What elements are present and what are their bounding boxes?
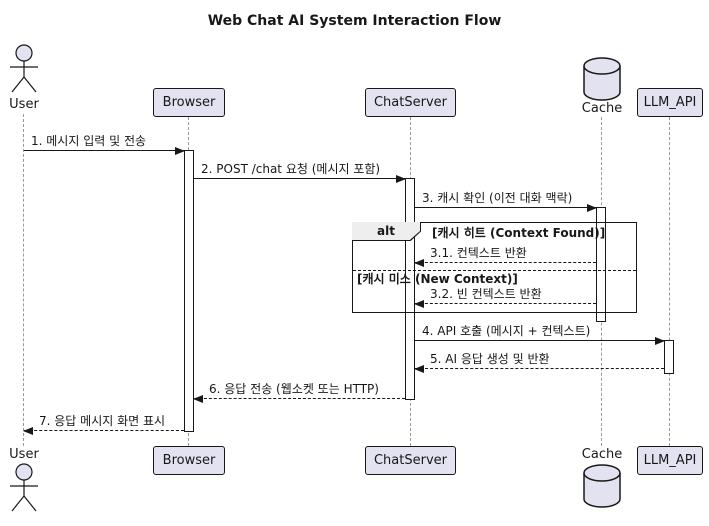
activation-llm-api (664, 340, 674, 374)
lifeline-llm-api (669, 117, 670, 446)
alt-guard-cache-miss: [캐시 미스 (New Context)] (357, 272, 518, 286)
participant-cache-bottom-label: Cache (581, 447, 623, 462)
alt-fragment: alt [캐시 히트 (Context Found)] [캐시 미스 (New … (352, 222, 637, 313)
arrow-left-icon (414, 300, 596, 308)
alt-guard-cache-hit: [캐시 히트 (Context Found)] (432, 226, 606, 240)
user-actor-icon (10, 44, 38, 93)
message-1-label: 1. 메시지 입력 및 전송 (31, 134, 147, 148)
arrow-right-icon (415, 204, 597, 212)
message-3-2-label: 3.2. 빈 컨텍스트 반환 (430, 287, 542, 301)
message-3: 3. 캐시 확인 (이전 대화 맥락) (415, 191, 597, 212)
alt-operator-label: alt (352, 222, 420, 240)
lifeline-user (23, 114, 24, 446)
message-3-1-label: 3.1. 컨텍스트 반환 (430, 246, 527, 260)
message-6-label: 6. 응답 전송 (웹소켓 또는 HTTP) (209, 382, 379, 396)
arrow-left-icon (23, 427, 184, 435)
message-3-label: 3. 캐시 확인 (이전 대화 맥락) (422, 191, 573, 205)
participant-label: LLM_API (643, 95, 697, 110)
arrow-right-icon (415, 337, 665, 345)
activation-cache (596, 207, 606, 322)
message-2-label: 2. POST /chat 요청 (메시지 포함) (201, 162, 381, 176)
database-icon (583, 464, 621, 508)
participant-browser-bottom: Browser (153, 446, 225, 475)
arrow-left-icon (414, 365, 664, 373)
arrow-left-icon (193, 395, 405, 403)
participant-label: Browser (162, 453, 216, 468)
participant-label: Browser (162, 95, 216, 110)
diagram-title: Web Chat AI System Interaction Flow (207, 13, 502, 29)
participant-llm-api-top: LLM_API (637, 88, 703, 117)
message-1: 1. 메시지 입력 및 전송 (24, 134, 185, 155)
message-2: 2. POST /chat 요청 (메시지 포함) (194, 162, 406, 183)
message-4-label: 4. API 호출 (메시지 + 컨텍스트) (422, 324, 591, 338)
participant-chatserver-top: ChatServer (365, 88, 456, 117)
participant-user-top-label: User (9, 97, 39, 112)
participant-llm-api-bottom: LLM_API (637, 446, 703, 475)
message-4: 4. API 호출 (메시지 + 컨텍스트) (415, 324, 665, 345)
message-7-label: 7. 응답 메시지 화면 표시 (39, 414, 166, 428)
message-5-label: 5. AI 응답 생성 및 반환 (430, 352, 550, 366)
message-3-2: 3.2. 빈 컨텍스트 반환 (414, 287, 596, 308)
arrow-left-icon (414, 259, 596, 267)
arrow-right-icon (194, 175, 406, 183)
arrow-right-icon (24, 147, 185, 155)
participant-chatserver-bottom: ChatServer (365, 446, 456, 475)
activation-chatserver (405, 178, 415, 400)
participant-label: ChatServer (373, 95, 447, 110)
alt-divider (353, 270, 636, 271)
alt-operator-tab: alt (352, 222, 421, 241)
participant-cache-top-label: Cache (581, 101, 623, 116)
participant-browser-top: Browser (153, 88, 225, 117)
database-icon (583, 57, 621, 101)
user-actor-icon (10, 463, 38, 512)
participant-label: ChatServer (373, 453, 447, 468)
activation-browser (184, 150, 194, 432)
participant-label: LLM_API (643, 453, 697, 468)
message-6: 6. 응답 전송 (웹소켓 또는 HTTP) (193, 382, 405, 403)
message-5: 5. AI 응답 생성 및 반환 (414, 352, 664, 373)
participant-user-bottom-label: User (9, 447, 39, 462)
message-3-1: 3.1. 컨텍스트 반환 (414, 246, 596, 267)
message-7: 7. 응답 메시지 화면 표시 (23, 414, 184, 435)
